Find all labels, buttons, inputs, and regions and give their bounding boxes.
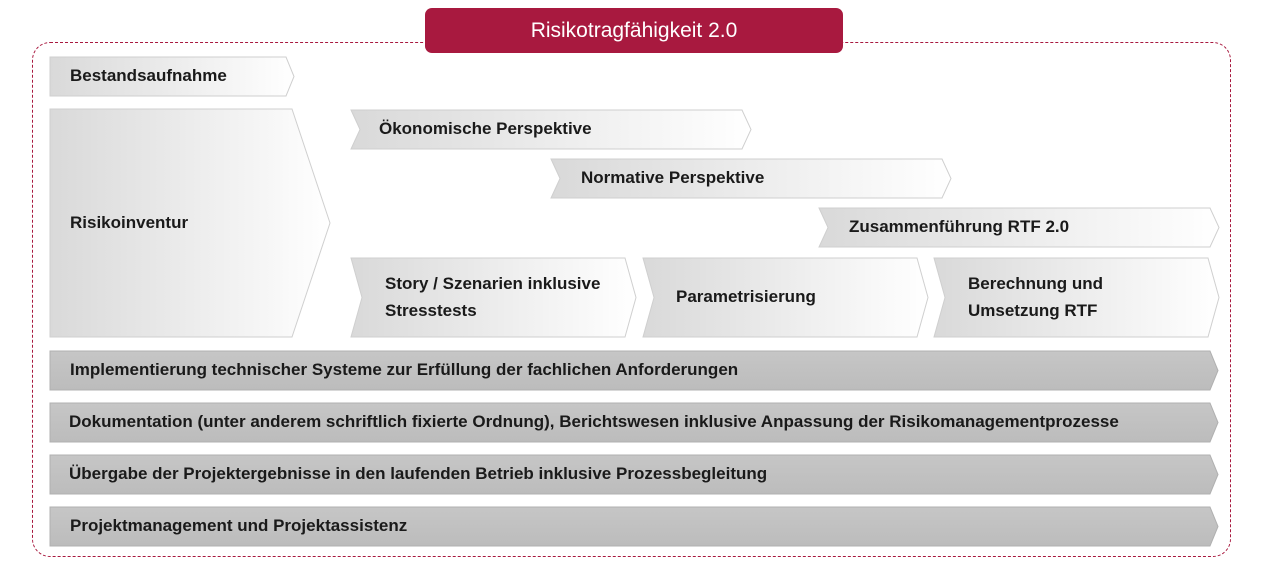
chevron-label: Risikoinventur (70, 212, 189, 232)
chevron-label-line: Story / Szenarien inklusive (385, 274, 601, 294)
chevron-shape (49, 506, 1219, 547)
chevron-label: Bestandsaufnahme (70, 66, 227, 86)
chevron-shape (350, 257, 637, 338)
chevron-shape (550, 158, 952, 199)
chevron-oekonomische-perspektive: Ökonomische Perspektive (350, 109, 752, 150)
chevron-story-szenarien: Story / Szenarien inklusive Stresstests (350, 257, 637, 338)
chevron-risikoinventur: Risikoinventur (49, 108, 331, 338)
bar-label: Übergabe der Projektergebnisse in den la… (69, 464, 768, 484)
chevron-label: Parametrisierung (676, 287, 816, 307)
chevron-berechnung-umsetzung: Berechnung und Umsetzung RTF (933, 257, 1220, 338)
bar-label: Projektmanagement und Projektassistenz (70, 516, 408, 536)
chevron-shape (818, 207, 1220, 248)
chevron-label-line: Berechnung und (968, 274, 1104, 294)
bar-label: Dokumentation (unter anderem schriftlich… (69, 412, 1119, 432)
chevron-label-line: Umsetzung RTF (968, 300, 1098, 320)
bar-label: Implementierung technischer Systeme zur … (70, 360, 739, 380)
chevron-shape (49, 108, 331, 338)
chevron-shape (49, 454, 1219, 495)
bar-implementierung: Implementierung technischer Systeme zur … (49, 350, 1219, 391)
chevron-normative-perspektive: Normative Perspektive (550, 158, 952, 199)
chevron-shape (49, 56, 295, 97)
chevron-zusammenfuehrung: Zusammenführung RTF 2.0 (818, 207, 1220, 248)
bar-projektmanagement: Projektmanagement und Projektassistenz (49, 506, 1219, 547)
chevron-label: Normative Perspektive (581, 168, 765, 188)
chevron-label: Ökonomische Perspektive (379, 119, 592, 139)
chevron-shape (49, 350, 1219, 391)
chevron-shape (350, 109, 752, 150)
bar-dokumentation: Dokumentation (unter anderem schriftlich… (49, 402, 1219, 443)
bar-uebergabe: Übergabe der Projektergebnisse in den la… (49, 454, 1219, 495)
chevron-label-line: Stresstests (385, 300, 477, 320)
chevron-shape (49, 402, 1219, 443)
chevron-parametrisierung: Parametrisierung (642, 257, 929, 338)
chevron-shape (642, 257, 929, 338)
chevron-shape (933, 257, 1220, 338)
diagram-title: Risikotragfähigkeit 2.0 (425, 8, 843, 53)
chevron-bestandsaufnahme: Bestandsaufnahme (49, 56, 295, 97)
chevron-label: Zusammenführung RTF 2.0 (849, 217, 1070, 237)
